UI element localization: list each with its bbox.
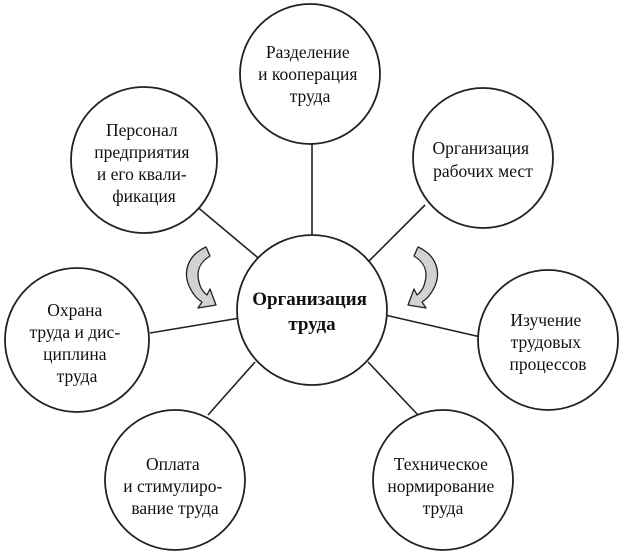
center-node-label: Организация труда	[252, 289, 371, 335]
node-study-line-2: трудовых	[511, 332, 582, 352]
curved-arrow-icon	[407, 246, 439, 309]
node-division-line-1: Разделение	[266, 42, 350, 62]
node-personnel-line-4: фикация	[112, 186, 176, 206]
connector-norming	[367, 361, 419, 416]
node-norming-circle	[372, 409, 514, 551]
node-payment-line-3: вание труда	[131, 498, 219, 518]
node-workplaces-circle	[412, 87, 554, 229]
node-workplaces: Организация рабочих мест	[412, 87, 554, 229]
connectors	[149, 140, 486, 416]
node-study: Изучение трудовых процессов	[477, 269, 619, 411]
node-norming-line-2: нормирование	[387, 476, 494, 496]
right-curved-arrow-icon	[407, 246, 439, 309]
node-payment-line-2: и стимулиро-	[123, 476, 222, 496]
node-division: Разделение и кооперация труда	[239, 3, 381, 145]
connector-safety	[149, 317, 241, 334]
node-safety-line-3: циплина	[43, 344, 107, 364]
node-safety-line-4: труда	[57, 366, 98, 386]
node-personnel: Персонал предприятия и его квали- фикаци…	[70, 86, 218, 234]
node-personnel-label: Персонал предприятия и его квали- фикаци…	[94, 120, 194, 206]
node-safety-circle	[4, 267, 150, 413]
node-study-label: Изучение трудовых процессов	[510, 310, 587, 374]
node-norming-line-1: Техническое	[394, 454, 488, 474]
node-payment: Оплата и стимулиро- вание труда	[104, 409, 246, 551]
node-safety-label: Охрана труда и дис- циплина труда	[29, 300, 124, 386]
center-node: Организация труда	[236, 234, 388, 386]
node-safety-line-1: Охрана	[47, 300, 102, 320]
center-node-circle	[236, 234, 388, 386]
left-curved-arrow-icon	[185, 246, 217, 309]
node-personnel-line-3: и его квали-	[97, 164, 187, 184]
connector-payment	[207, 361, 256, 416]
node-study-line-3: процессов	[510, 354, 587, 374]
node-study-circle	[477, 269, 619, 411]
connector-study	[384, 314, 486, 339]
node-division-circle	[239, 3, 381, 145]
node-workplaces-line-2: рабочих мест	[433, 161, 533, 181]
node-division-line-3: труда	[290, 86, 331, 106]
node-study-line-1: Изучение	[510, 310, 581, 330]
node-payment-line-1: Оплата	[146, 454, 200, 474]
node-workplaces-line-1: Организация	[433, 138, 530, 158]
node-personnel-line-1: Персонал	[106, 120, 178, 140]
connector-personnel	[194, 204, 264, 263]
connector-workplaces	[364, 204, 426, 266]
node-division-label: Разделение и кооперация труда	[258, 42, 362, 106]
node-workplaces-label: Организация рабочих мест	[433, 138, 534, 181]
node-division-line-2: и кооперация	[258, 64, 357, 84]
node-payment-label: Оплата и стимулиро- вание труда	[123, 454, 226, 518]
node-norming-line-3: труда	[423, 498, 464, 518]
node-norming: Техническое нормирование труда	[372, 409, 514, 551]
curved-arrow-icon	[185, 246, 217, 309]
node-personnel-line-2: предприятия	[94, 142, 189, 162]
node-norming-label: Техническое нормирование труда	[387, 454, 498, 518]
node-payment-circle	[104, 409, 246, 551]
node-personnel-circle	[70, 86, 218, 234]
node-safety-line-2: труда и дис-	[29, 322, 120, 342]
node-safety: Охрана труда и дис- циплина труда	[4, 267, 150, 413]
center-node-line-1: Организация	[252, 289, 367, 310]
center-node-line-2: труда	[288, 314, 336, 335]
